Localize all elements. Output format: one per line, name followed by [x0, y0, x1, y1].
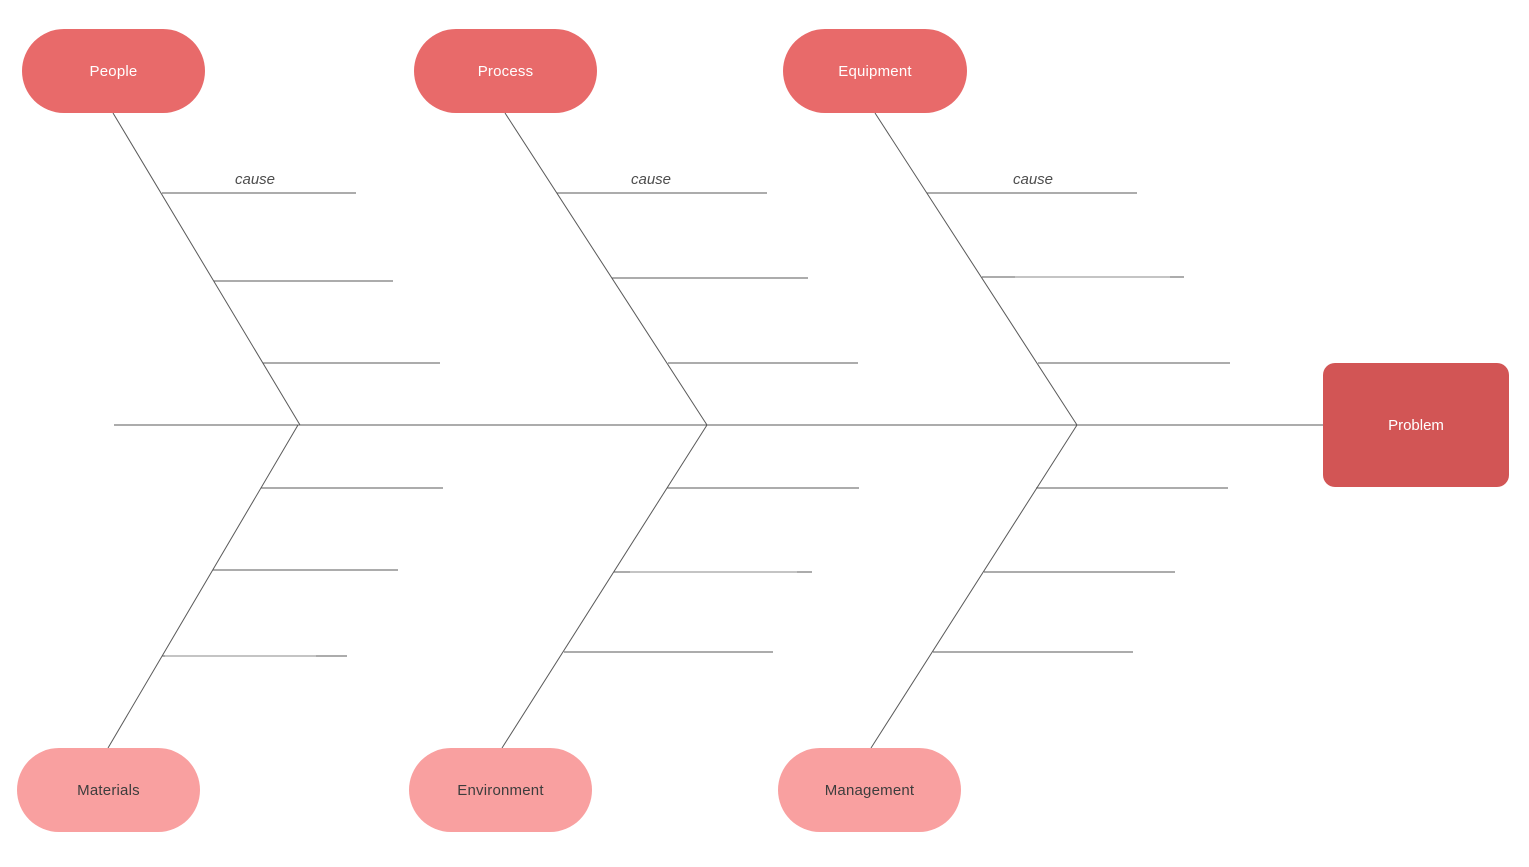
problem-box[interactable]: Problem — [1323, 363, 1509, 487]
bone-line-people[interactable] — [112, 112, 301, 426]
bone-line-equipment[interactable] — [874, 112, 1078, 426]
category-pill-people[interactable]: People — [22, 29, 205, 113]
bone-line-process[interactable] — [504, 112, 708, 426]
category-pill-management[interactable]: Management — [778, 748, 961, 832]
category-pill-equipment[interactable]: Equipment — [783, 29, 967, 113]
category-pill-process[interactable]: Process — [414, 29, 597, 113]
cause-label-equipment[interactable]: cause — [1012, 171, 1054, 188]
bone-line-management[interactable] — [870, 424, 1078, 749]
category-pill-environment[interactable]: Environment — [409, 748, 592, 832]
cause-label-people[interactable]: cause — [234, 171, 276, 188]
category-pill-materials[interactable]: Materials — [17, 748, 200, 832]
bone-line-materials[interactable] — [107, 424, 299, 749]
bone-line-environment[interactable] — [501, 424, 708, 749]
cause-label-process[interactable]: cause — [630, 171, 672, 188]
